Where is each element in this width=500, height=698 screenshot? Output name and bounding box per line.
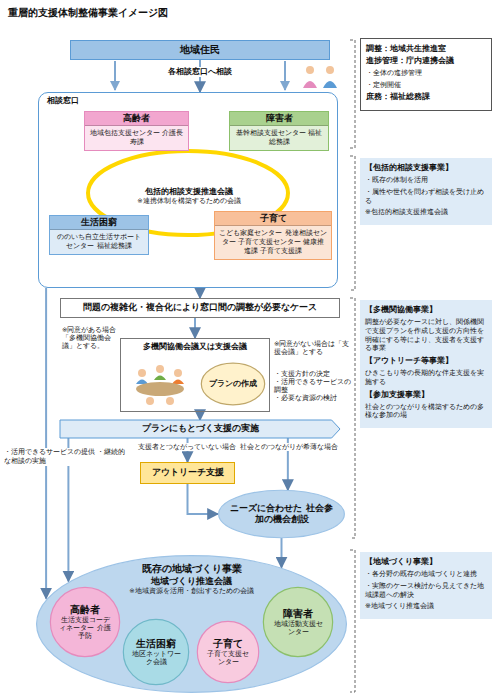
node-text: ※包括的相談支援推進会議: [365, 208, 487, 217]
node-heading: ニーズに合わせた 社会参加の機会創設: [230, 503, 333, 526]
node-text: ・実際のケース検討から見えてきた地域課題への解決: [365, 582, 487, 600]
edge-label: 支援者とつながっていない場合: [138, 443, 236, 451]
edge-label: 社会とのつながりが希薄な場合: [239, 443, 339, 451]
node-heading: 生活困窮: [50, 216, 148, 230]
category-box: 障害者基幹相談支援センター 福祉総務課: [229, 111, 329, 151]
note-label: ・支援方針の決定: [274, 370, 352, 378]
flow-band: プランにもとづく支援の実施: [60, 420, 340, 438]
flow-arrow: [194, 318, 196, 338]
flow-arrow: [45, 288, 47, 598]
node-heading: 【多機関協働事業】: [365, 305, 487, 315]
node-heading: アウトリーチ支援: [152, 467, 224, 478]
note-label: ※同意がない場合は「支援会議」とする: [274, 340, 350, 356]
node-text: ののいち自立生活サポートセンター 福祉総務課: [50, 230, 148, 254]
node-text: 庶務：福祉総務課: [366, 92, 486, 101]
node-text: ・全体の進捗管理: [366, 69, 486, 78]
node-heading: 相談窓口: [47, 96, 329, 106]
node-text: ひきこもり等の長期的な伴走支援を実施する: [365, 369, 487, 387]
note-label: ・活用できるサービスの調整: [274, 378, 352, 394]
node-text: 【アウトリーチ等事業】: [365, 356, 487, 366]
node-heading: 子育て: [215, 212, 331, 226]
node-text: 社会とのつながりを構築するための多様な参加の場: [365, 403, 487, 421]
goal-ellipse: ニーズに合わせた 社会参加の機会創設: [218, 490, 345, 538]
meeting-box: 多機関協働会議又は支援会議プランの作成: [120, 338, 270, 412]
category-box: 高齢者地域包括支援センター 介護長寿課: [84, 111, 189, 151]
meeting-label: 包括的相談支援推進会議※連携体制を構築するための会議: [114, 179, 264, 213]
note-label: ・必要な資源の検討: [274, 394, 352, 402]
diagram-title: 重層的支援体制整備事業イメージ図: [8, 6, 168, 20]
node-heading: 子育て: [213, 638, 243, 651]
node-heading: 高齢者: [85, 112, 188, 126]
plan-ellipse: プランの作成: [201, 363, 265, 405]
support-box: アウトリーチ支援: [140, 462, 235, 484]
flow-arrow: [199, 288, 201, 298]
category-box: 生活困窮ののいち自立生活サポートセンター 福祉総務課: [49, 215, 149, 255]
node-heading: プランの作成: [209, 379, 257, 389]
node-text: 子育て支援センター: [204, 650, 252, 666]
meeting-illustration: [136, 365, 184, 405]
node-heading: 生活困窮: [136, 638, 176, 651]
region-ellipse: 既存の地域づくり事業地域づくり推進会議※地域資源を活用・創出するための会議高齢者…: [35, 555, 348, 693]
node-text: ・既存の体制を活用: [365, 176, 487, 185]
node-text: 調整が必要なケースに対し、関係機関で支援プランを作成し支援の方向性を明確にする等…: [365, 318, 487, 353]
info-box: 調整：地域共生推進室進捗管理：庁内連携会議・全体の進捗管理・定例開催庶務：福祉総…: [360, 38, 492, 111]
flow-arrow: [188, 484, 219, 514]
note-panel: 【多機関協働事業】調整が必要なケースに対し、関係機関で支援プランを作成し支援の方…: [360, 300, 492, 428]
category-circle: 高齢者生活支援コーディネーター 介護予防: [50, 587, 120, 657]
node-text: ※連携体制を構築するための会議: [137, 197, 240, 205]
node-heading: 高齢者: [70, 604, 100, 617]
node-text: 地域包括支援センター 介護長寿課: [85, 126, 188, 150]
node-text: 生活支援コーディネーター 介護予防: [58, 616, 112, 640]
node-text: 進捗管理：庁内連携会議: [366, 56, 486, 65]
node-heading: 障害者: [230, 112, 328, 126]
node-text: ※地域づくり推進会議: [365, 602, 487, 611]
node-heading: 問題の複雑化・複合化により窓口間の調整が必要なケース: [83, 302, 317, 313]
category-circle: 障害者地域活動支援センター: [263, 587, 333, 657]
node-text: 地域活動支援センター: [271, 620, 325, 636]
flow-arrow: [281, 538, 283, 568]
node-heading: 障害者: [283, 608, 313, 621]
node-text: ・属性や世代を問わず相談を受け止める: [365, 188, 487, 206]
flow-arrow: [199, 412, 201, 420]
node-heading: 【包括的相談支援事業】: [365, 163, 487, 173]
bullet-group: ・支援方針の決定・活用できるサービスの調整・必要な資源の検討: [274, 370, 352, 403]
case-box: 問題の複雑化・複合化により窓口間の調整が必要なケース: [60, 298, 340, 318]
consult-arrow: [284, 61, 286, 90]
node-text: こども家庭センター 発達相談センター 子育て支援センター 健康推進課 子育て支援…: [215, 226, 331, 258]
node-heading: 既存の地域づくり事業: [35, 563, 348, 576]
node-heading: プランにもとづく支援の実施: [142, 423, 259, 434]
node-text: ・定例開催: [366, 81, 486, 90]
node-heading: 調整：地域共生推進室: [366, 44, 486, 53]
edge-label: 各相談窓口へ相談: [160, 67, 240, 77]
region-box: 相談窓口高齢者地域包括支援センター 介護長寿課障害者基幹相談支援センター 福祉総…: [38, 92, 338, 288]
node-heading: 【地域づくり事業】: [365, 557, 487, 567]
node-text: 【参加支援事業】: [365, 390, 487, 400]
node-heading: 包括的相談支援推進会議: [145, 187, 233, 197]
consult-arrow: [114, 61, 116, 90]
note-label: ※同意がある場合「多機関協働会議」とする。: [62, 326, 118, 350]
note-panel: 【地域づくり事業】・各分野の既存の地域づくりと連携・実際のケース検討から見えてき…: [360, 552, 492, 619]
node-heading: 多機関協働会議又は支援会議: [124, 342, 266, 352]
residents-band: 地域住民: [70, 40, 330, 60]
node-text: ・各分野の既存の地域づくりと連携: [365, 570, 487, 579]
category-circle: 生活困窮地区ネットワーク会議: [123, 619, 189, 685]
node-text: 基幹相談支援センター 福祉総務課: [230, 126, 328, 150]
edge-label: ・活用できるサービスの提供 ・継続的な相談の実施: [4, 448, 126, 466]
node-text: 地区ネットワーク会議: [130, 650, 182, 666]
section-bracket: [350, 40, 355, 692]
note-panel: 【包括的相談支援事業】・既存の体制を活用・属性や世代を問わず相談を受け止める ※包…: [360, 158, 492, 225]
category-box: 子育てこども家庭センター 発達相談センター 子育て支援センター 健康推進課 子育…: [214, 211, 332, 260]
consultation-icon: [303, 66, 337, 88]
node-text: 地域づくり推進会議: [35, 576, 348, 587]
node-heading: 地域住民: [180, 44, 220, 57]
category-circle: 子育て子育て支援センター: [197, 621, 259, 683]
